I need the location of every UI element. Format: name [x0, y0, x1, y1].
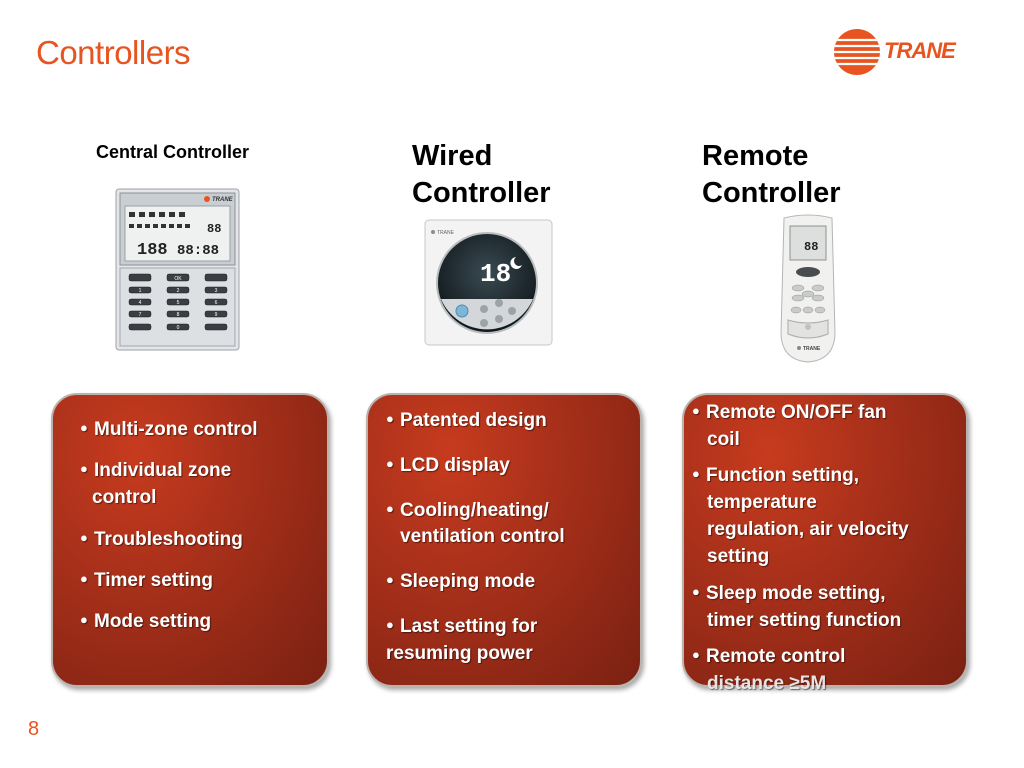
trane-logo: TRANE: [832, 27, 992, 79]
central-controller-heading: Central Controller: [96, 142, 250, 162]
wired-bullet-4: ●Sleeping mode: [386, 568, 535, 595]
central-key-3: 3: [215, 288, 218, 294]
remote-screen-number: 88: [804, 240, 818, 254]
page-number: 8: [28, 718, 40, 740]
bullet-icon: ●: [80, 420, 88, 436]
bullet-icon: ●: [692, 584, 700, 600]
central-features-panel: [51, 393, 329, 687]
wired-bullet-3-cont: ventilation control: [400, 526, 565, 547]
central-key-1: 1: [139, 288, 142, 294]
central-bullet-5: ●Mode setting: [80, 608, 211, 635]
wired-controller-heading: Wired Controller: [412, 138, 551, 212]
remote-bullet-3: ●Sleep mode setting,: [692, 580, 885, 607]
central-bullet-4: ●Timer setting: [80, 567, 213, 594]
bullet-icon: ●: [692, 403, 700, 419]
remote-controller-heading: Remote Controller: [702, 138, 841, 212]
central-key-4: 4: [139, 300, 142, 306]
central-bullet-3: ●Troubleshooting: [80, 526, 243, 553]
wired-bullet-3: ●Cooling/heating/: [386, 497, 549, 524]
central-key-7: 7: [139, 312, 142, 318]
wired-heading-line2: Controller: [412, 177, 551, 209]
trane-logo-text: TRANE: [884, 38, 956, 63]
central-key-ok: OK: [174, 276, 182, 282]
remote-bullet-2: ●Function setting,: [692, 462, 859, 489]
bullet-icon: ●: [80, 530, 88, 546]
bullet-icon: ●: [80, 571, 88, 587]
bullet-icon: ●: [386, 456, 394, 472]
remote-heading-line1: Remote: [702, 140, 809, 172]
bullet-icon: ●: [692, 466, 700, 482]
central-key-0: 0: [177, 325, 180, 331]
page-title: Controllers: [36, 34, 191, 71]
wired-bullet-2: ●LCD display: [386, 452, 510, 479]
remote-bullet-2-cont-1: temperature: [707, 492, 817, 513]
remote-heading-line2: Controller: [702, 177, 841, 209]
wired-bullet-5: ●Last setting for: [386, 613, 537, 640]
central-screen-left-number: 188: [137, 241, 168, 260]
bullet-icon: ●: [386, 411, 394, 427]
wired-device-logo: TRANE: [437, 230, 455, 236]
trane-logo-mark-icon: [834, 29, 880, 75]
remote-bullet-2-cont-2: regulation, air velocity: [707, 519, 909, 540]
bullet-icon: ●: [80, 461, 88, 477]
wired-controller-image: TRANE 18: [424, 219, 553, 346]
central-key-6: 6: [215, 300, 218, 306]
bullet-icon: ●: [692, 647, 700, 663]
remote-bullet-4-cont: distance ≥5M: [707, 673, 827, 694]
central-key-2: 2: [177, 288, 180, 294]
bullet-icon: ●: [386, 501, 394, 517]
wired-heading-line1: Wired: [412, 140, 493, 172]
central-bullet-1: ●Multi-zone control: [80, 416, 258, 443]
bullet-icon: ●: [386, 617, 394, 633]
remote-bullet-1: ●Remote ON/OFF fan: [692, 399, 887, 426]
central-screen-top-number: 88: [207, 222, 221, 236]
remote-features-panel: [682, 393, 968, 687]
remote-device-logo: TRANE: [803, 346, 821, 352]
remote-bullet-1-cont: coil: [707, 429, 740, 450]
central-controller-image: TRANE 88 188 88:88 OK 1 2 3 4 5 6 7 8 9 …: [115, 188, 240, 351]
wired-bullet-5-cont: resuming power: [386, 643, 533, 664]
wired-features-panel: [366, 393, 642, 687]
remote-bullet-4: ●Remote control: [692, 643, 845, 670]
wired-screen-number: 18: [480, 259, 511, 289]
central-bullet-2: ●Individual zone: [80, 457, 231, 484]
bullet-icon: ●: [80, 612, 88, 628]
wired-bullet-1: ●Patented design: [386, 407, 547, 434]
bullet-icon: ●: [386, 572, 394, 588]
remote-controller-image: 88 TRANE: [780, 214, 836, 363]
remote-bullet-3-cont: timer setting function: [707, 610, 902, 631]
central-screen-right-number: 88:88: [177, 243, 219, 259]
central-key-8: 8: [177, 312, 180, 318]
moon-icon: [510, 257, 522, 269]
central-bullet-2-cont: control: [92, 487, 157, 508]
central-key-5: 5: [177, 300, 180, 306]
remote-bullet-2-cont-3: setting: [707, 546, 770, 567]
central-key-9: 9: [215, 312, 218, 318]
central-device-logo: TRANE: [212, 197, 234, 203]
